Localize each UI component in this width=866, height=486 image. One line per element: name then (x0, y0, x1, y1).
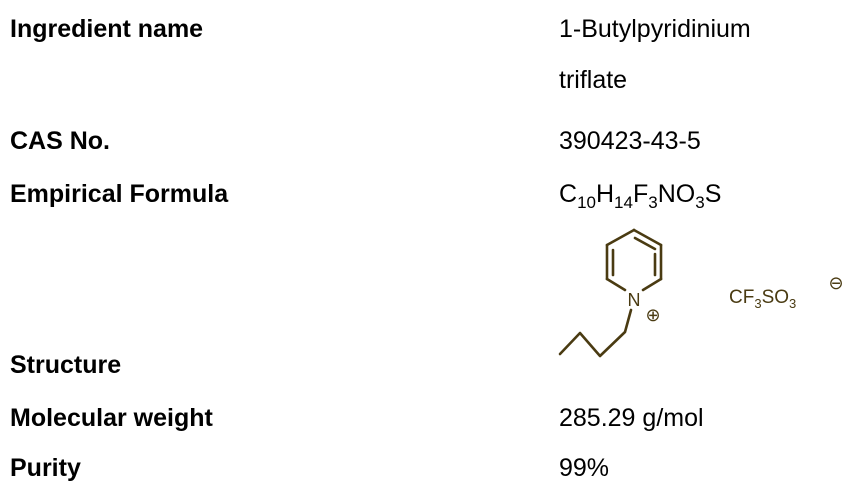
chemical-structure: N ⊕ CF3SO3 ⊖ (558, 228, 844, 358)
purity-value: 99% (559, 454, 610, 482)
pyridinium-ring (605, 228, 663, 292)
ring-bond (632, 228, 663, 247)
purity-label: Purity (10, 454, 81, 482)
formula-value: C10H14F3NO3S (559, 180, 722, 212)
ingredient-name-label: Ingredient name (10, 15, 204, 43)
ingredient-name-value: 1-Butylpyridinium (559, 15, 751, 43)
cas-label: CAS No. (10, 127, 110, 155)
anion-charge-icon: ⊖ (828, 273, 843, 294)
ring-bond (605, 277, 627, 292)
ring-double-bond (633, 236, 657, 251)
cas-value: 390423-43-5 (559, 127, 701, 155)
ring-bond (605, 228, 636, 247)
ingredient-name-value-cont: triflate (559, 66, 628, 94)
molecular-weight-label: Molecular weight (10, 404, 213, 432)
anion-label: CF3SO3 (729, 287, 796, 311)
ring-bond (641, 277, 663, 292)
butyl-chain (558, 308, 633, 358)
nitrogen-atom-label: N (628, 290, 641, 310)
structure-label: Structure (10, 351, 122, 379)
cation-charge-icon: ⊕ (645, 305, 660, 326)
formula-label: Empirical Formula (10, 180, 229, 208)
molecular-weight-value: 285.29 g/mol (559, 404, 704, 432)
